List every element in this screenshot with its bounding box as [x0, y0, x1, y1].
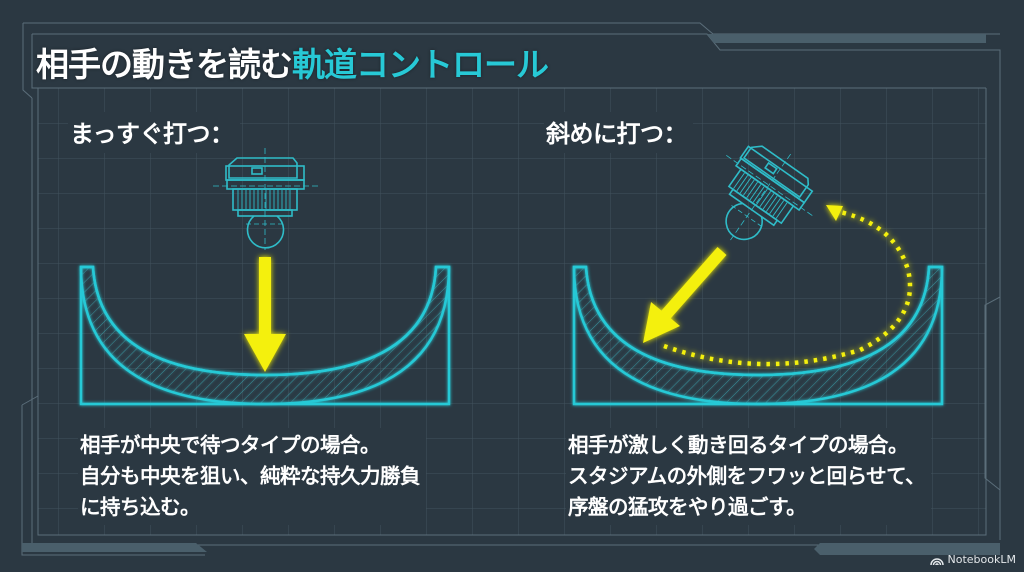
curved-path-arrow-icon [663, 205, 913, 367]
right-panel-description: 相手が激しく動き回るタイプの場合。 スタジアムの外側をフワッと回らせて、 序盤の… [566, 428, 932, 525]
frame-accent-bottom-right [814, 543, 1000, 555]
right-panel-heading: 斜めに打つ： [544, 112, 693, 153]
right-stadium [572, 265, 944, 406]
description-line: 相手が激しく動き回るタイプの場合。 [568, 433, 909, 457]
watermark: NotebookLM [929, 553, 1016, 566]
left-beyblade-icon [213, 148, 318, 250]
left-panel-description: 相手が中央で待つタイプの場合。 自分も中央を狙い、純粋な持久力勝負 に持ち込む。 [78, 428, 426, 525]
description-line: 相手が中央で待つタイプの場合。 [80, 433, 381, 457]
left-panel-heading: まっすぐ打つ： [68, 112, 240, 153]
title-accent: 軌道コントロール [292, 45, 549, 84]
description-line: 自分も中央を狙い、純粋な持久力勝負 [80, 464, 421, 488]
description-line: に持ち込む。 [80, 495, 201, 519]
right-beyblade-icon [725, 145, 814, 242]
description-line: 序盤の猛攻をやり過ごす。 [568, 495, 807, 519]
watermark-label: NotebookLM [947, 553, 1016, 566]
left-stadium [79, 265, 451, 406]
description-line: スタジアムの外側をフワッと回らせて、 [568, 464, 926, 488]
straight-arrow-icon [244, 257, 286, 372]
title-main: 相手の動きを読む [36, 45, 293, 84]
notebooklm-logo-icon [929, 557, 944, 565]
frame-border [21, 22, 1001, 556]
page-title: 相手の動きを読む軌道コントロール [36, 38, 549, 86]
frame-accent-bottom-left [22, 543, 207, 552]
angled-arrow-icon [643, 247, 727, 343]
frame-accent-top [707, 34, 986, 43]
